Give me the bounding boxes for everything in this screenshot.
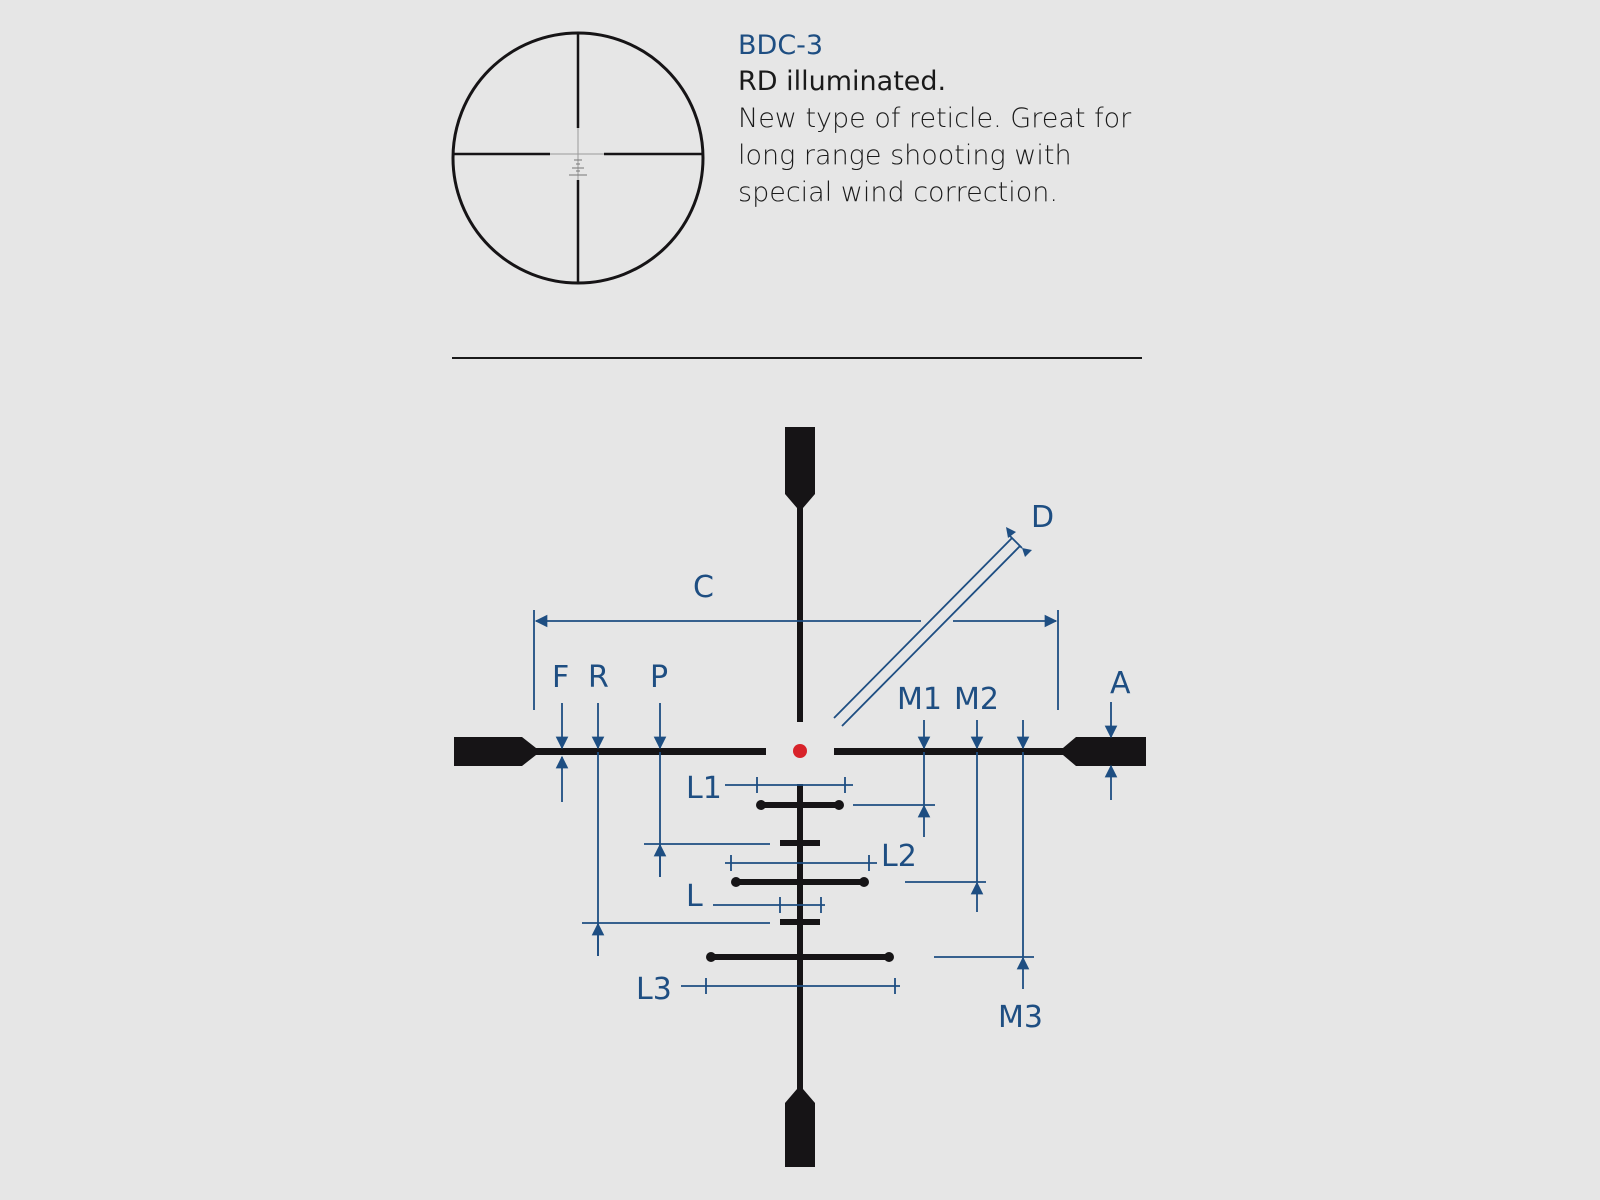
label-m3: M3 [998,1000,1043,1035]
section-divider [452,357,1142,359]
illuminated-dot-icon [793,744,807,758]
reticle-subtitle: RD illuminated. [738,66,947,97]
label-c: C [693,570,714,605]
label-m2: M2 [954,682,999,717]
scope-reticle-thumbnail-icon [451,31,705,285]
label-l3: L3 [636,972,672,1007]
label-f: F [552,660,569,695]
label-l2: L2 [881,839,917,874]
label-m1: M1 [897,682,942,717]
reticle-description: BDC-3 RD illuminated. New type of reticl… [738,28,1158,211]
description-line: long range shooting with [738,140,1072,171]
reticle-crosshair [454,427,1146,1167]
label-l: L [686,879,703,914]
label-l1: L1 [686,771,722,806]
label-a: A [1110,666,1131,701]
label-r: R [588,660,609,695]
label-d: D [1031,500,1054,535]
label-p: P [650,660,668,695]
reticle-title: BDC-3 [738,30,824,61]
description-line: New type of reticle. Great for [738,103,1132,134]
description-line: special wind correction. [738,177,1058,208]
